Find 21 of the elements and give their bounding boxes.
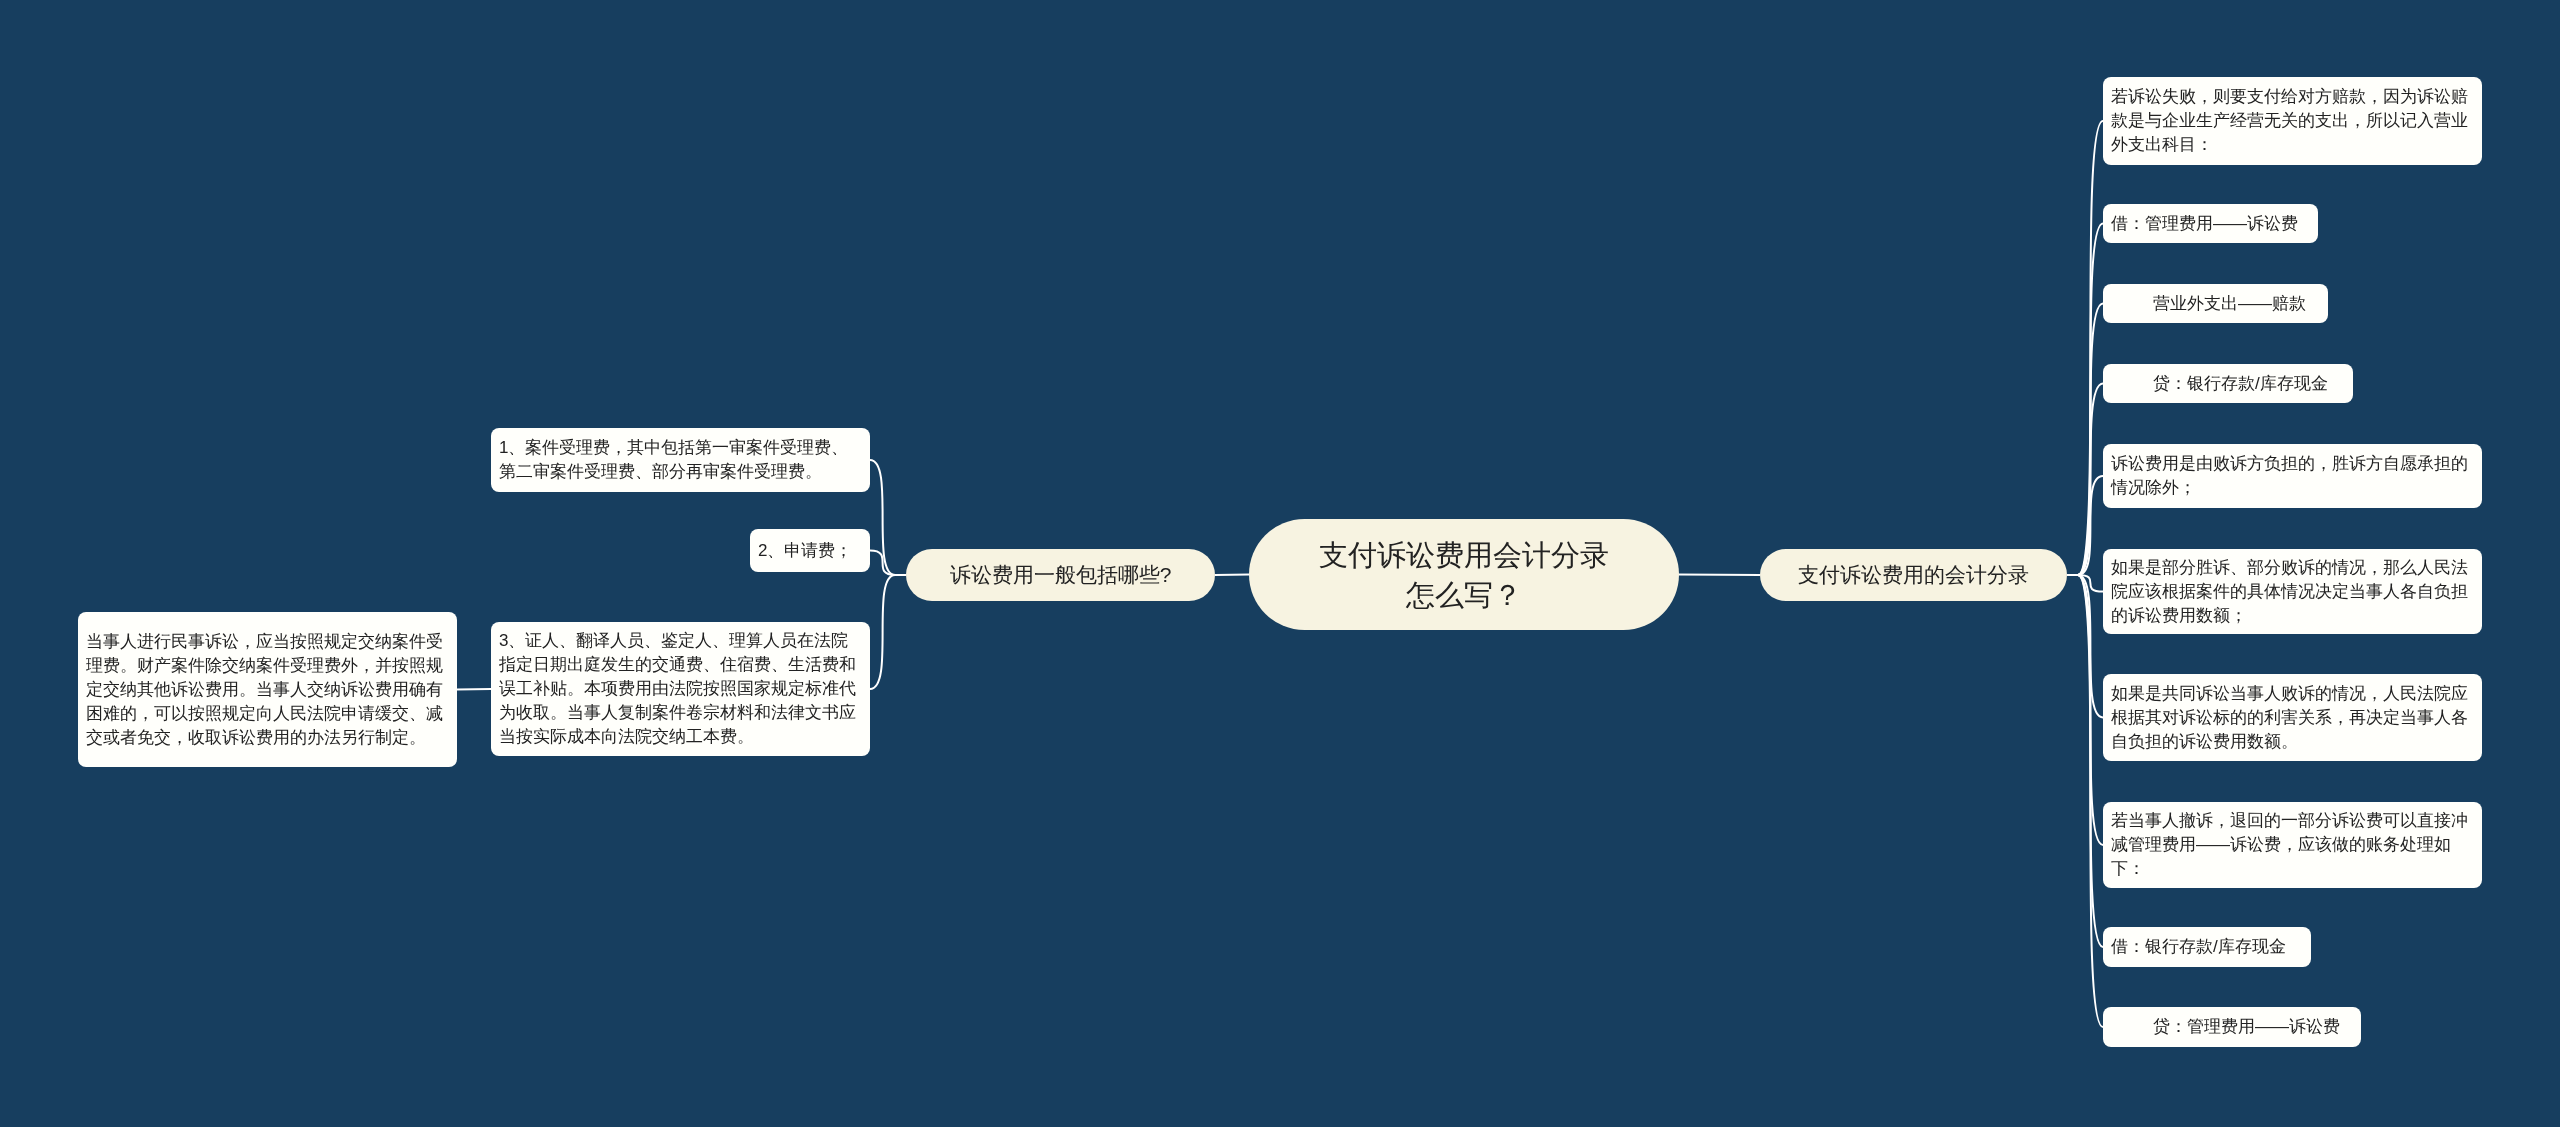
note-card: 借：银行存款/库存现金 bbox=[2103, 927, 2311, 967]
connector-line bbox=[456, 688, 492, 691]
note-card: 3、证人、翻译人员、鉴定人、理算人员在法院指定日期出庭发生的交通费、住宿费、生活费和误工补贴。本项费用由法院按照国家规定标准代为收取。当事人复制案件卷宗材料和法律文书应当按实际成本向法院交纳工本费。 bbox=[491, 622, 870, 756]
note-card: 借：管理费用——诉讼费 bbox=[2103, 204, 2318, 243]
branch-topic: 支付诉讼费用的会计分录 bbox=[1760, 549, 2067, 601]
connector-line bbox=[869, 574, 907, 690]
note-card: 如果是部分胜诉、部分败诉的情况，那么人民法院应该根据案件的具体情况决定当事人各自负担的诉讼费用数额； bbox=[2103, 549, 2482, 634]
branch-topic: 诉讼费用一般包括哪些? bbox=[906, 549, 1215, 601]
note-card: 诉讼费用是由败诉方负担的，胜诉方自愿承担的情况除外； bbox=[2103, 444, 2482, 508]
note-card: 贷：银行存款/库存现金 bbox=[2103, 364, 2353, 403]
central-topic: 支付诉讼费用会计分录怎么写？ bbox=[1249, 519, 1679, 630]
note-card: 营业外支出——赔款 bbox=[2103, 284, 2328, 323]
note-card: 2、申请费； bbox=[750, 529, 870, 572]
note-card: 贷：管理费用——诉讼费 bbox=[2103, 1007, 2361, 1047]
note-card: 1、案件受理费，其中包括第一审案件受理费、第二审案件受理费、部分再审案件受理费。 bbox=[491, 428, 870, 492]
note-card: 当事人进行民事诉讼，应当按照规定交纳案件受理费。财产案件除交纳案件受理费外，并按照规定交纳其他诉讼费用。当事人交纳诉讼费用确有困难的，可以按照规定向人民法院申请缓交、减交或者免交，收取诉讼费用的办法另行制定。 bbox=[78, 612, 457, 767]
connector-line bbox=[1214, 573, 1250, 576]
connector-line bbox=[1678, 573, 1761, 576]
note-card: 若当事人撤诉，退回的一部分诉讼费可以直接冲减管理费用——诉讼费，应该做的账务处理如下： bbox=[2103, 802, 2482, 888]
note-card: 若诉讼失败，则要支付给对方赔款，因为诉讼赔款是与企业生产经营无关的支出，所以记入营业外支出科目： bbox=[2103, 77, 2482, 165]
note-card: 如果是共同诉讼当事人败诉的情况，人民法院应根据其对诉讼标的的利害关系，再决定当事人各自负担的诉讼费用数额。 bbox=[2103, 674, 2482, 761]
